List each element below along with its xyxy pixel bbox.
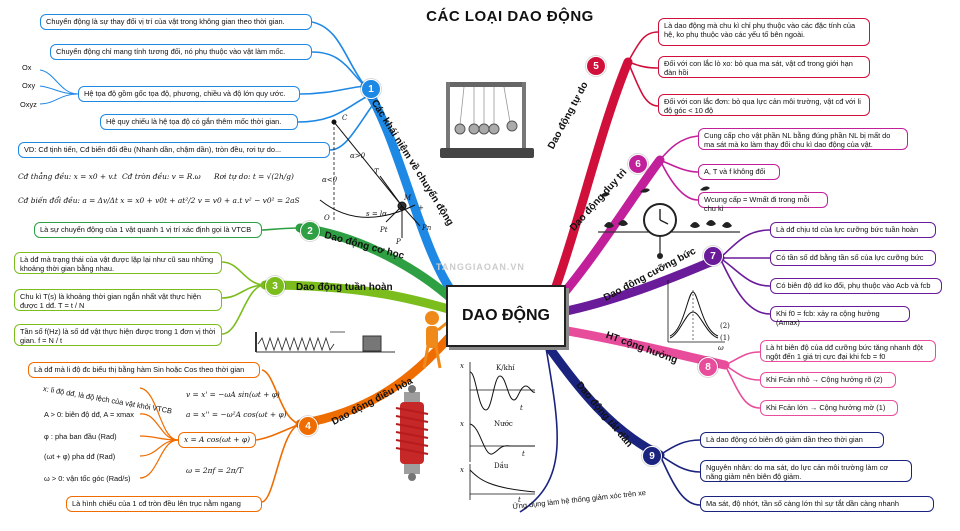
- damped-water-label: Nước: [494, 420, 513, 428]
- axis-label-oxyz: Oxyz: [20, 100, 37, 109]
- branch-5-number: 5: [586, 56, 606, 76]
- branch-4-number: 4: [298, 416, 318, 436]
- damped-t-axis-2: t: [522, 450, 525, 458]
- resonance-curve-chart: [667, 280, 725, 343]
- simple-pendulum-box: Đối với con lắc đơn: bỏ qua lực cản môi …: [658, 94, 870, 116]
- pendulum-arc-label: s = lα: [366, 210, 387, 218]
- pendulum-pt-label: Pt: [380, 226, 388, 234]
- pendulum-tension-label: T: [374, 168, 379, 176]
- forced-amplitude-box: Có biên độ dđ ko đổi, phụ thuộc vào Acb …: [770, 278, 942, 294]
- formula-free-fall: Rơi tự do: t = √(2h/g): [214, 172, 294, 181]
- frequency-box: Tần số f(Hz) là số dđ vật thực hiện được…: [14, 324, 222, 346]
- formula-circular-motion: Cđ tròn đều: v = R.ω: [122, 172, 201, 181]
- mechanical-oscillation-box: Là sự chuyển động của 1 vật quanh 1 vị t…: [34, 222, 262, 238]
- periodic-definition-box: Là dđ mà trạng thái của vật được lặp lại…: [14, 252, 222, 274]
- damped-t-axis-3: t: [518, 496, 521, 504]
- damped-definition-box: Là dao động có biên độ giảm dần theo thờ…: [700, 432, 884, 448]
- branch-7-number: 7: [703, 246, 723, 266]
- damped-x-axis-2: x: [460, 420, 464, 428]
- concept-box-examples: VD: Cđ tịnh tiến, Cđ biến đổi đều (Nhanh…: [18, 142, 330, 158]
- forced-frequency-box: Có tần số dđ bằng tần số của lực cưỡng b…: [770, 250, 936, 266]
- branch-2-number: 2: [300, 221, 320, 241]
- angular-velocity-label: ω > 0: vận tốc góc (Rad/s): [44, 474, 131, 483]
- resonance-curve-2-label: (2): [720, 322, 730, 330]
- branch-3-label: Dao động tuần hoàn: [296, 282, 393, 293]
- velocity-formula: v = x' = −ωA sin(ωt + φ): [186, 390, 280, 399]
- initial-phase-label: φ : pha ban đầu (Rad): [44, 432, 117, 441]
- formula-uniform-motion: Cđ thẳng đều: x = x0 + v.t: [18, 172, 118, 181]
- sustained-energy-balance-box: Wcung cấp = Wmất đi trong mỗi chu kì: [698, 192, 828, 213]
- harmonic-definition-box: Là dđ mà li độ đc biểu thị bằng hàm Sin …: [28, 362, 260, 378]
- concept-box-coordinate-system: Hệ tọa độ gồm gốc tọa độ, phương, chiều …: [78, 86, 300, 102]
- formula-accelerated-motion: Cđ biến đổi đều: a = Δv/Δt x = x0 + v0t …: [18, 196, 300, 205]
- sharp-resonance-box: Khi Fcản nhỏ → Cộng hưởng rõ (2): [760, 372, 896, 388]
- spring-pendulum-box: Đối với con lắc lò xo: bỏ qua ma sát, vậ…: [658, 56, 870, 78]
- resonance-curve-1-label: (1): [720, 334, 730, 342]
- pendulum-pivot-label: C: [342, 114, 348, 122]
- omega-formula: ω = 2πf = 2π/T: [186, 466, 244, 475]
- damped-t-axis-1: t: [520, 404, 523, 412]
- damped-oil-label: Dầu: [494, 462, 509, 470]
- pendulum-alpha-pos-label: α>0: [350, 152, 366, 160]
- position-formula-box: x = A cos(ωt + φ): [178, 432, 256, 448]
- newton-cradle-image: [440, 82, 534, 158]
- pendulum-weight-label: P: [396, 238, 401, 246]
- damped-cause-box: Nguyên nhân: do ma sát, do lực cản môi t…: [700, 460, 912, 482]
- presenter-figure: [422, 311, 449, 369]
- axis-label-ox: Ox: [22, 63, 32, 72]
- concept-box-reference-frame: Hệ quy chiếu là hệ tọa độ có gắn thêm mố…: [100, 114, 298, 130]
- pendulum-alpha-neg-label: α<0: [322, 176, 338, 184]
- branch-6-number: 6: [628, 154, 648, 174]
- branch-3-line: [260, 280, 457, 315]
- page-title: CÁC LOẠI DAO ĐỘNG: [426, 8, 594, 25]
- phase-label: (ωt + φ) pha dđ (Rad): [44, 452, 116, 461]
- amplitude-label: A > 0: biên độ dđ, A = xmax: [44, 410, 134, 419]
- spring-oscillator-image: [255, 331, 395, 353]
- damped-x-axis-3: x: [460, 466, 464, 474]
- branch-3-number: 3: [265, 276, 285, 296]
- branch-1-number: 1: [361, 79, 381, 99]
- concept-box-motion-definition: Chuyển động là sự thay đổi vị trí của vậ…: [40, 14, 312, 30]
- free-oscillation-definition-box: Là dao động mà chu kì chỉ phụ thuộc vào …: [658, 18, 870, 46]
- forced-resonance-box: Khi f0 = fcb: xảy ra cộng hưởng (Amax): [770, 306, 910, 327]
- branch-5-line: [548, 57, 633, 300]
- branch-1-line: [360, 81, 460, 301]
- pendulum-mass-label: M: [404, 194, 412, 202]
- branch-8-number: 8: [698, 357, 718, 377]
- pendulum-diagram: [319, 119, 421, 238]
- branch-9-number: 9: [642, 446, 662, 466]
- sustained-energy-box: Cung cấp cho vật phần NL bằng đúng phần …: [698, 128, 908, 150]
- sustained-constants-box: A, T và f không đổi: [698, 164, 780, 180]
- damped-oscillation-plots: [469, 362, 536, 500]
- central-node: DAO ĐỘNG: [446, 285, 566, 347]
- pendulum-pn-label: Pn: [422, 224, 432, 232]
- resonance-definition-box: Là ht biên độ của dđ cưỡng bức tăng nhan…: [760, 340, 936, 362]
- branch-9-line: [540, 337, 665, 460]
- branch-4-line: [295, 325, 461, 429]
- branch-2-line: [295, 223, 460, 307]
- damped-x-axis-1: x: [460, 362, 464, 370]
- pendulum-plus-label: +: [418, 204, 424, 212]
- acceleration-formula: a = x'' = −ω²A cos(ωt + φ): [186, 410, 287, 419]
- shock-absorber-image: [395, 385, 429, 481]
- damped-factors-box: Ma sát, độ nhớt, tần số càng lớn thì sự …: [700, 496, 934, 512]
- period-box: Chu kì T(s) là khoảng thời gian ngắn nhấ…: [14, 289, 222, 311]
- forced-definition-box: Là dđ chịu td của lực cưỡng bức tuần hoà…: [770, 222, 936, 238]
- clock-birds-image: [598, 186, 740, 259]
- branch-7-line: [557, 253, 725, 317]
- blunt-resonance-box: Khi Fcản lớn → Cộng hưởng mờ (1): [760, 400, 898, 416]
- pendulum-origin-label: O: [324, 214, 330, 222]
- axis-label-oxy: Oxy: [22, 81, 36, 90]
- watermark: TANGGIAOAN.VN: [436, 262, 525, 272]
- resonance-omega-label: ω: [718, 344, 724, 352]
- concept-box-relativity: Chuyển động chỉ mang tính tương đối, nó …: [50, 44, 312, 60]
- damped-air-label: K/khí: [496, 364, 515, 372]
- circular-projection-box: Là hình chiếu của 1 cđ tròn đều lên trục…: [66, 496, 262, 512]
